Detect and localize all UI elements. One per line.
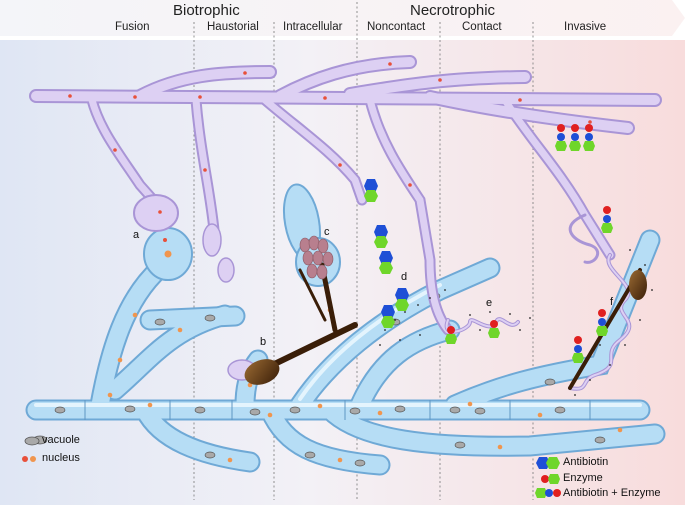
molecules: [364, 124, 613, 363]
label-c: c: [324, 226, 330, 238]
mycoparasite-nuclei: [68, 62, 592, 242]
header-arrow: [0, 0, 685, 36]
stage-intracellular-label: Intracellular: [283, 21, 343, 33]
stage-noncontact-label: Noncontact: [367, 21, 426, 33]
legend-left-icons: [22, 436, 40, 462]
legend-right-icons: [535, 457, 561, 498]
stage-contact-label: Contact: [462, 21, 502, 33]
label-d: d: [401, 271, 408, 283]
host-organelles: [32, 250, 623, 467]
label-a: a: [133, 229, 140, 241]
label-b: b: [260, 336, 267, 348]
phase-biotrophic-label: Biotrophic: [173, 2, 240, 19]
stage-haustorial-label: Haustorial: [207, 21, 259, 33]
stage-invasive-label: Invasive: [564, 21, 607, 33]
secreted-particles: [379, 249, 653, 396]
legend-antibiotin-label: Antibiotin: [563, 456, 609, 468]
label-f: f: [610, 296, 614, 308]
phase-necrotrophic-label: Necrotrophic: [410, 2, 496, 19]
label-e: e: [486, 297, 493, 309]
stage-fusion-label: Fusion: [115, 21, 150, 33]
legend-vacuole-label: vacuole: [42, 434, 80, 446]
legend-nucleus-label: nucleus: [42, 452, 80, 464]
legend-both-label: Antibiotin + Enzyme: [563, 487, 661, 499]
legend-enzyme-label: Enzyme: [563, 472, 603, 484]
